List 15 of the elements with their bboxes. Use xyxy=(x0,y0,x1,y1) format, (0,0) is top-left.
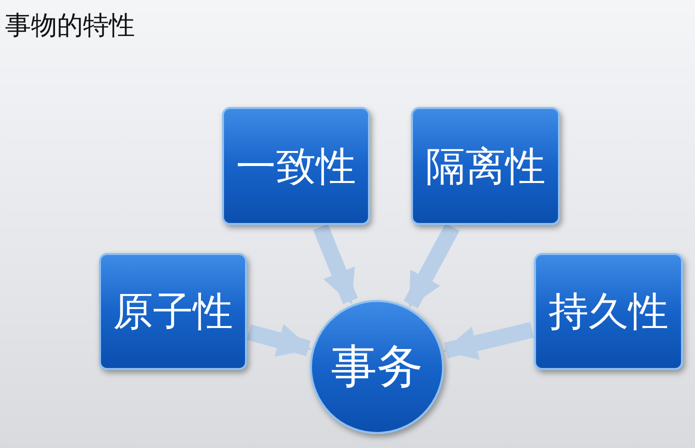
node-label: 事务 xyxy=(331,338,423,395)
arrow xyxy=(404,223,460,308)
arrow xyxy=(246,324,312,357)
node-label: 持久性 xyxy=(548,288,668,337)
slide-title: 事物的特性 xyxy=(5,10,135,43)
property-box xyxy=(222,107,370,225)
node-label: 一致性 xyxy=(236,142,356,192)
arrow xyxy=(442,322,534,360)
node-label: 原子性 xyxy=(113,288,233,337)
node-label: 隔离性 xyxy=(426,142,546,192)
center-circle xyxy=(310,300,444,434)
property-box xyxy=(534,253,683,370)
property-box xyxy=(411,107,560,225)
property-box xyxy=(99,253,247,370)
arrow xyxy=(313,224,358,304)
